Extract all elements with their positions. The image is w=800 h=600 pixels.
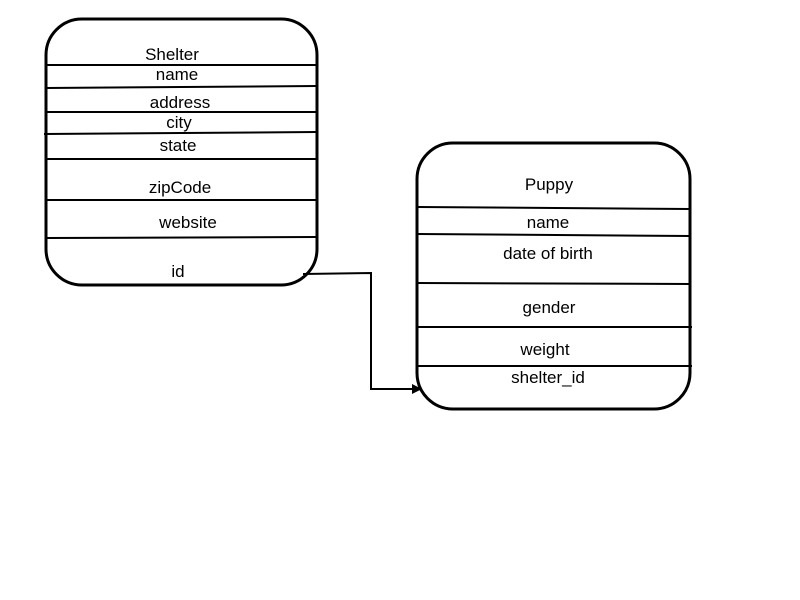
shelter-field-address: address xyxy=(150,93,210,112)
shelter-entity: Shelter name address city state zipCode … xyxy=(43,17,319,287)
puppy-field-gender: gender xyxy=(523,298,576,317)
puppy-field-name: name xyxy=(527,213,570,232)
shelter-entity-box xyxy=(44,17,319,287)
puppy-entity: Puppy name date of birth gender weight s… xyxy=(415,141,692,411)
shelter-divider xyxy=(43,131,318,135)
shelter-divider xyxy=(45,85,318,89)
puppy-title: Puppy xyxy=(525,175,574,194)
shelter-divider xyxy=(45,236,318,239)
puppy-divider xyxy=(416,206,691,210)
shelter-field-zipcode: zipCode xyxy=(149,178,211,197)
puppy-field-weight: weight xyxy=(519,340,569,359)
puppy-divider xyxy=(416,233,691,237)
relationship-connector-arrow xyxy=(302,271,422,394)
shelter-field-city: city xyxy=(166,113,192,132)
puppy-field-shelter-id: shelter_id xyxy=(511,368,585,387)
shelter-field-state: state xyxy=(160,136,197,155)
puppy-field-date-of-birth: date of birth xyxy=(503,244,593,263)
shelter-title: Shelter xyxy=(145,45,199,64)
shelter-field-name: name xyxy=(156,65,199,84)
shelter-field-website: website xyxy=(158,213,217,232)
puppy-divider xyxy=(416,282,691,285)
puppy-entity-box xyxy=(415,141,692,411)
shelter-field-id: id xyxy=(171,262,184,281)
